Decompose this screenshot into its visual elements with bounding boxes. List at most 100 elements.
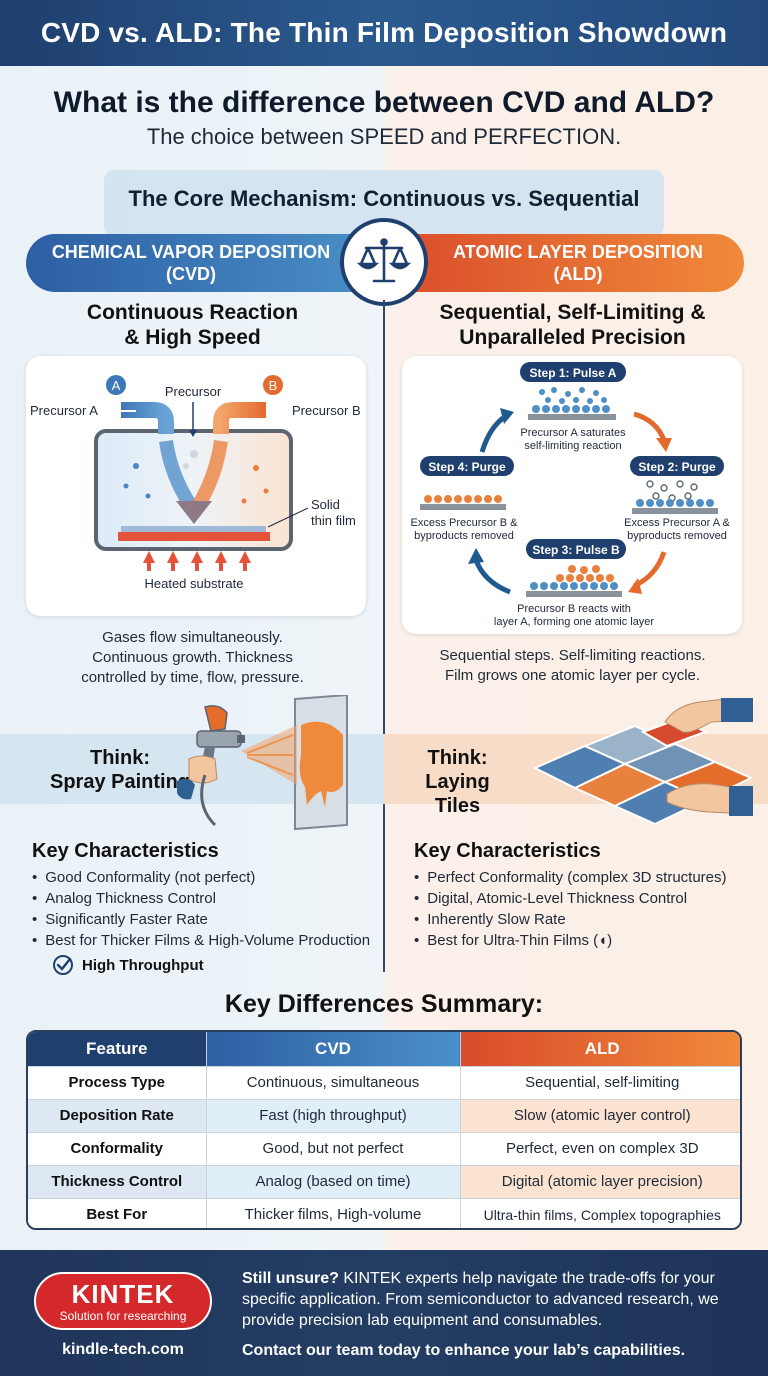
badge-b: B [269,378,278,393]
table-row: Deposition Rate Fast (high throughput) S… [28,1098,740,1132]
row-ald: Ultra-thin films, Complex topographies [459,1197,740,1228]
mechanism-title: The Core Mechanism: Continuous vs. Seque… [128,186,640,211]
row-feature: Thickness Control [28,1164,206,1198]
step3-desc2: layer A, forming one atomic layer [494,616,655,628]
ald-description: Sequential steps. Self-limiting reaction… [400,646,745,686]
kintek-tagline: Solution for researching [59,1309,187,1323]
header-ald: ALD [459,1032,740,1066]
cvd-kc-item: Best for Thicker Films & High-Volume Pro… [24,930,384,951]
ald-think-value: Laying Tiles [425,771,490,817]
ald-kc-list: Perfect Conformality (complex 3D structu… [406,867,756,951]
step2-desc1: Excess Precursor A & [624,517,730,529]
spray-gun-illustration [177,695,348,831]
step3-desc1: Precursor B reacts with [517,603,631,615]
row-feature: Process Type [28,1065,206,1099]
header-cvd: CVD [205,1032,460,1066]
cvd-section-line2: & High Speed [124,326,261,349]
summary-table: Feature CVD ALD Process Type Continuous,… [26,1030,742,1230]
step1-label: Step 1: Pulse A [530,366,617,380]
ald-think-label: Think: [427,747,488,769]
table-row: Thickness Control Analog (based on time)… [28,1164,740,1198]
puzzle-tiles-illustration [532,698,754,826]
cvd-desc-line2: Continuous growth. Thickness [92,649,293,666]
cvd-analogy-text: Think: Spray Painting [40,746,200,794]
scale-badge [340,218,428,306]
ald-cycle-diagram: Step 1: Pulse A Step 2: Purge Step 3: Pu… [411,362,731,628]
ald-pill-line1: ATOMIC LAYER DEPOSITION [453,242,703,262]
step1-desc1: Precursor A saturates [520,427,626,439]
row-cvd: Continuous, simultaneous [205,1065,460,1099]
ald-desc-line2: Film grows one atomic layer per cycle. [444,667,701,684]
row-cvd: Analog (based on time) [205,1164,460,1198]
label-precursor: Precursor [165,384,222,399]
ald-section-line2: Unparalleled Precision [459,326,686,349]
row-cvd: Thicker films, High-volume [205,1197,460,1228]
cvd-description: Gases flow simultaneously. Continuous gr… [30,628,355,688]
cvd-think-label: Think: [90,747,150,769]
kintek-brand: KINTEK [71,1279,175,1309]
badge-a: A [112,378,121,393]
throughput-badge: High Throughput [52,954,204,976]
ald-diagram-card: Step 1: Pulse A Step 2: Purge Step 3: Pu… [402,356,742,634]
website-link[interactable]: kindle-tech.com [62,1341,184,1358]
top-banner: CVD vs. ALD: The Thin Film Deposition Sh… [0,0,768,66]
cvd-kc-list: Good Conformality (not perfect) Analog T… [24,867,384,951]
cvd-diagram-card: A B Precursor A Precursor B Precursor So… [26,356,366,616]
subheadline: The choice between SPEED and PERFECTION. [146,124,622,149]
cycle-arrows [468,408,672,595]
cvd-pill-line1: CHEMICAL VAPOR DEPOSITION [51,242,331,262]
row-ald: Sequential, self-limiting [459,1065,740,1099]
table-row: Best For Thicker films, High-volume Ultr… [28,1197,740,1228]
ald-section-title: Sequential, Self-Limiting & Unparalleled… [400,300,745,350]
cvd-desc-line1: Gases flow simultaneously. [102,629,283,646]
throughput-label: High Throughput [82,956,204,974]
ald-kc-item: Digital, Atomic-Level Thickness Control [406,888,756,909]
step4-label: Step 4: Purge [428,460,506,474]
label-precursor-a: Precursor A [30,403,98,418]
ald-section-line1: Sequential, Self-Limiting & [439,301,706,324]
ald-desc-line1: Sequential steps. Self-limiting reaction… [439,647,706,664]
cvd-section-line1: Continuous Reaction [86,301,299,324]
cvd-think-value: Spray Painting [49,771,191,793]
row-cvd: Good, but not perfect [205,1131,460,1165]
ald-kc-item: Inherently Slow Rate [406,909,756,930]
step2-label: Step 2: Purge [638,460,716,474]
row-ald: Perfect, even on complex 3D [459,1131,740,1165]
step1-desc2: self-limiting reaction [524,440,621,452]
step4-desc2: byproducts removed [414,530,514,542]
ald-kc-item: Perfect Conformality (complex 3D structu… [406,867,756,888]
label-heated-substrate: Heated substrate [144,576,243,591]
ald-analogy-text: Think: Laying Tiles [400,746,515,818]
cvd-reactor-diagram: A B Precursor A Precursor B Precursor So… [30,375,361,591]
label-precursor-b: Precursor B [292,403,361,418]
footer-cta[interactable]: Contact our team today to enhance your l… [242,1342,686,1359]
step4-desc1: Excess Precursor B & [411,517,519,529]
footer-lead-text: KINTEK experts help navigate the trade-o… [242,1270,719,1329]
kintek-logo[interactable]: KINTEK Solution for researching [34,1272,212,1330]
balance-scale-icon [356,238,412,283]
cvd-kc-item: Good Conformality (not perfect) [24,867,384,888]
row-ald: Digital (atomic layer precision) [459,1164,740,1198]
cvd-desc-line3: controlled by time, flow, pressure. [81,669,304,686]
label-thin-film: thin film [311,513,356,528]
headline: What is the difference between CVD and A… [53,86,715,119]
cvd-pill: CHEMICAL VAPOR DEPOSITION (CVD) [26,234,386,292]
footer-lead-bold: Still unsure? [242,1270,339,1287]
cvd-kc-title: Key Characteristics [32,840,219,862]
label-solid: Solid [311,497,340,512]
row-feature: Conformality [28,1131,206,1165]
footer-text: Still unsure? KINTEK experts help naviga… [242,1268,747,1331]
step2-desc2: byproducts removed [627,530,727,542]
cvd-section-title: Continuous Reaction & High Speed [30,300,355,350]
cvd-pill-line2: (CVD) [166,264,216,284]
table-row: Process Type Continuous, simultaneous Se… [28,1065,740,1099]
step3-label: Step 3: Pulse B [532,543,620,557]
check-circle-icon [53,955,73,975]
cvd-kc-item: Significantly Faster Rate [24,909,384,930]
ald-kc-item: Best for Ultra-Thin Films (◖) [406,930,756,951]
center-divider [383,300,385,972]
row-ald: Slow (atomic layer control) [459,1098,740,1132]
banner-title: CVD vs. ALD: The Thin Film Deposition Sh… [40,17,728,48]
row-feature: Deposition Rate [28,1098,206,1132]
summary-title: Key Differences Summary: [224,990,544,1018]
